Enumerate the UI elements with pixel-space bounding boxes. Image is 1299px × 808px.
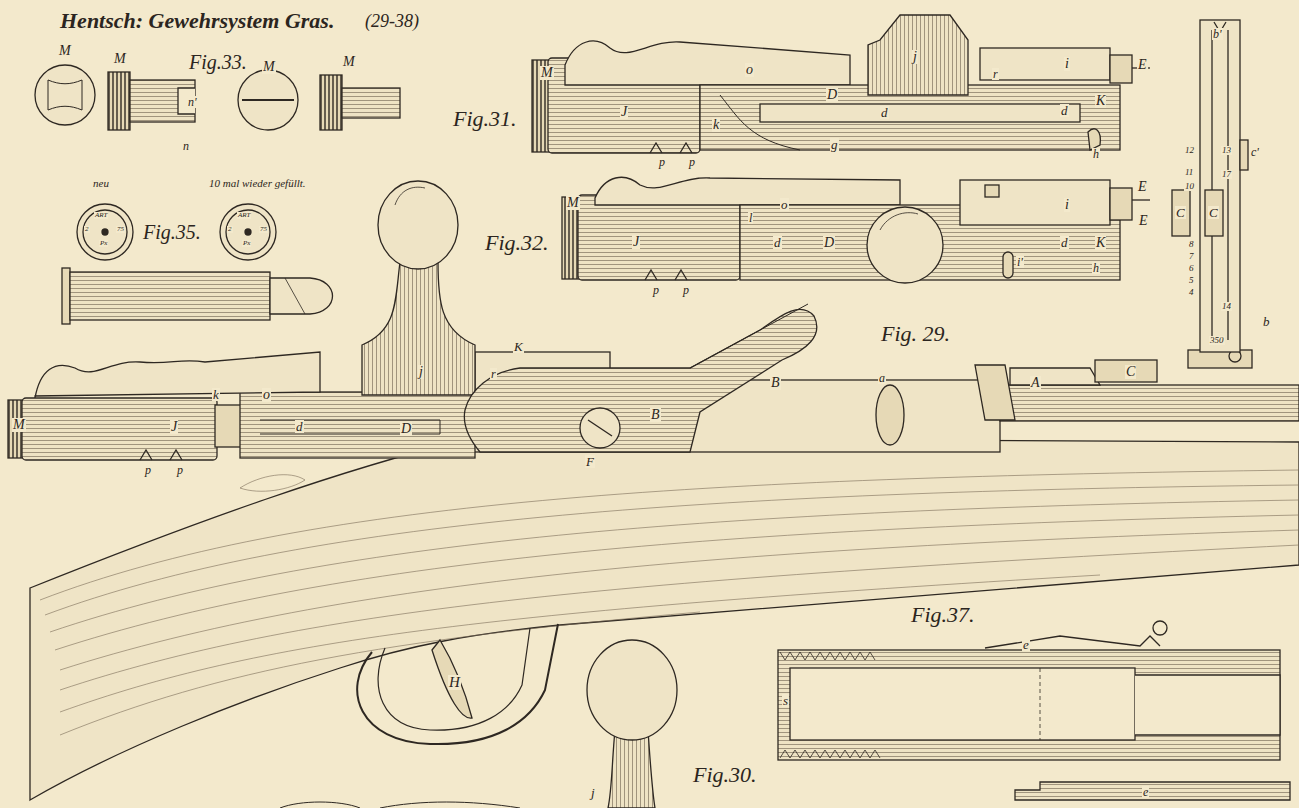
part-letter: 5	[1188, 276, 1195, 285]
part-letter: b	[1262, 315, 1271, 328]
part-letter: j	[912, 50, 918, 64]
part-letter: j	[590, 786, 596, 799]
part-letter: d	[295, 420, 304, 433]
part-letter: D	[400, 422, 412, 436]
part-letter: p	[176, 464, 184, 476]
part-letter: K	[1095, 236, 1106, 250]
part-letter: M	[113, 52, 127, 66]
part-letter: 13	[1221, 146, 1232, 155]
part-letter: B	[650, 408, 661, 422]
plate-title: Hentsch: Gewehrsystem Gras.	[60, 10, 334, 32]
part-letter: d	[880, 106, 889, 119]
part-letter: K	[1095, 94, 1106, 108]
part-letter: i'	[1016, 256, 1024, 268]
part-letter: 350	[1209, 336, 1225, 345]
part-letter: p	[658, 156, 666, 168]
part-letter: Px	[99, 240, 108, 247]
figure-label: Fig.30.	[692, 764, 758, 786]
part-letter: M	[342, 55, 356, 69]
part-letter: ART	[94, 212, 108, 219]
figure-label: Fig. 29.	[880, 323, 951, 345]
part-letter: 7	[1188, 252, 1195, 261]
part-letter: E	[1137, 58, 1148, 72]
part-letter: n	[182, 140, 190, 152]
part-letter: 2	[227, 226, 233, 233]
part-letter: A	[1030, 376, 1041, 390]
part-letter: J	[632, 235, 640, 249]
part-letter: c'	[1250, 146, 1260, 158]
part-letter: o	[262, 388, 271, 402]
part-letter: s	[782, 694, 789, 707]
part-letter: p	[144, 464, 152, 476]
figure-label: (29-38)	[364, 12, 420, 30]
part-letter: C	[1125, 365, 1136, 379]
part-letter: D	[823, 236, 835, 250]
part-letter: M	[566, 196, 580, 210]
part-letter: Px	[242, 240, 251, 247]
figure-label: Fig.37.	[910, 604, 976, 626]
part-letter: 8	[1188, 240, 1195, 249]
part-letter: g	[830, 138, 839, 151]
part-letter: F	[585, 455, 595, 468]
part-letter: i	[1064, 198, 1070, 212]
part-letter: o	[745, 63, 754, 77]
part-letter: i	[1064, 57, 1070, 71]
part-letter: b'	[1212, 28, 1223, 40]
part-letter: E	[1137, 180, 1148, 194]
part-letter: 4	[1188, 288, 1195, 297]
part-letter: h	[1092, 148, 1100, 160]
part-letter: M	[12, 418, 26, 432]
part-letter: M	[262, 60, 276, 74]
part-letter: 14	[1221, 302, 1232, 311]
figure-label: Fig.32.	[484, 232, 550, 254]
part-letter: k	[212, 388, 220, 401]
part-letter: 10 mal wieder gefüllt.	[208, 178, 307, 189]
part-letter: D	[826, 88, 838, 102]
part-letter: n'	[187, 96, 198, 108]
part-letter: B	[770, 376, 781, 390]
part-letter: E	[1138, 214, 1149, 228]
figure-label: Fig.31.	[452, 108, 518, 130]
part-letter: J	[170, 420, 178, 434]
part-letter: o	[780, 198, 789, 211]
part-letter: J	[620, 105, 628, 119]
part-letter: ART	[237, 212, 251, 219]
part-letter: p	[688, 156, 696, 168]
part-letter: l	[748, 212, 753, 224]
part-letter: p	[652, 284, 660, 296]
part-letter: h	[1092, 262, 1100, 274]
part-letter: 2	[84, 226, 90, 233]
part-letter: 11	[1184, 168, 1194, 177]
part-letter: K	[513, 340, 524, 353]
part-letter: 75	[116, 226, 125, 233]
part-letter: 12	[1184, 146, 1195, 155]
part-letter: e	[1142, 786, 1149, 798]
part-letter: d	[773, 236, 782, 249]
part-letter: r	[992, 68, 999, 80]
part-letter: d	[1060, 236, 1069, 249]
part-letter: 10	[1184, 182, 1195, 191]
part-letter: 75	[259, 226, 268, 233]
part-letter: k	[712, 118, 720, 132]
part-letter: e	[1022, 638, 1030, 651]
part-letter: C	[1208, 206, 1219, 219]
part-letter: C	[1175, 206, 1186, 219]
part-letter: j	[418, 365, 424, 379]
part-letter: p	[682, 284, 690, 296]
part-letter: H	[448, 675, 461, 690]
part-letter: neu	[92, 178, 110, 189]
part-letter: 6	[1188, 264, 1195, 273]
part-letter: d	[1060, 104, 1069, 117]
part-letter: 17	[1221, 170, 1232, 179]
part-letter: r	[490, 368, 497, 380]
figure-label: Fig.35.	[142, 222, 202, 242]
part-letter: M	[58, 44, 72, 58]
figure-label: Fig.33.	[188, 52, 248, 72]
part-letter: M	[540, 66, 554, 80]
part-letter: a	[878, 372, 886, 384]
